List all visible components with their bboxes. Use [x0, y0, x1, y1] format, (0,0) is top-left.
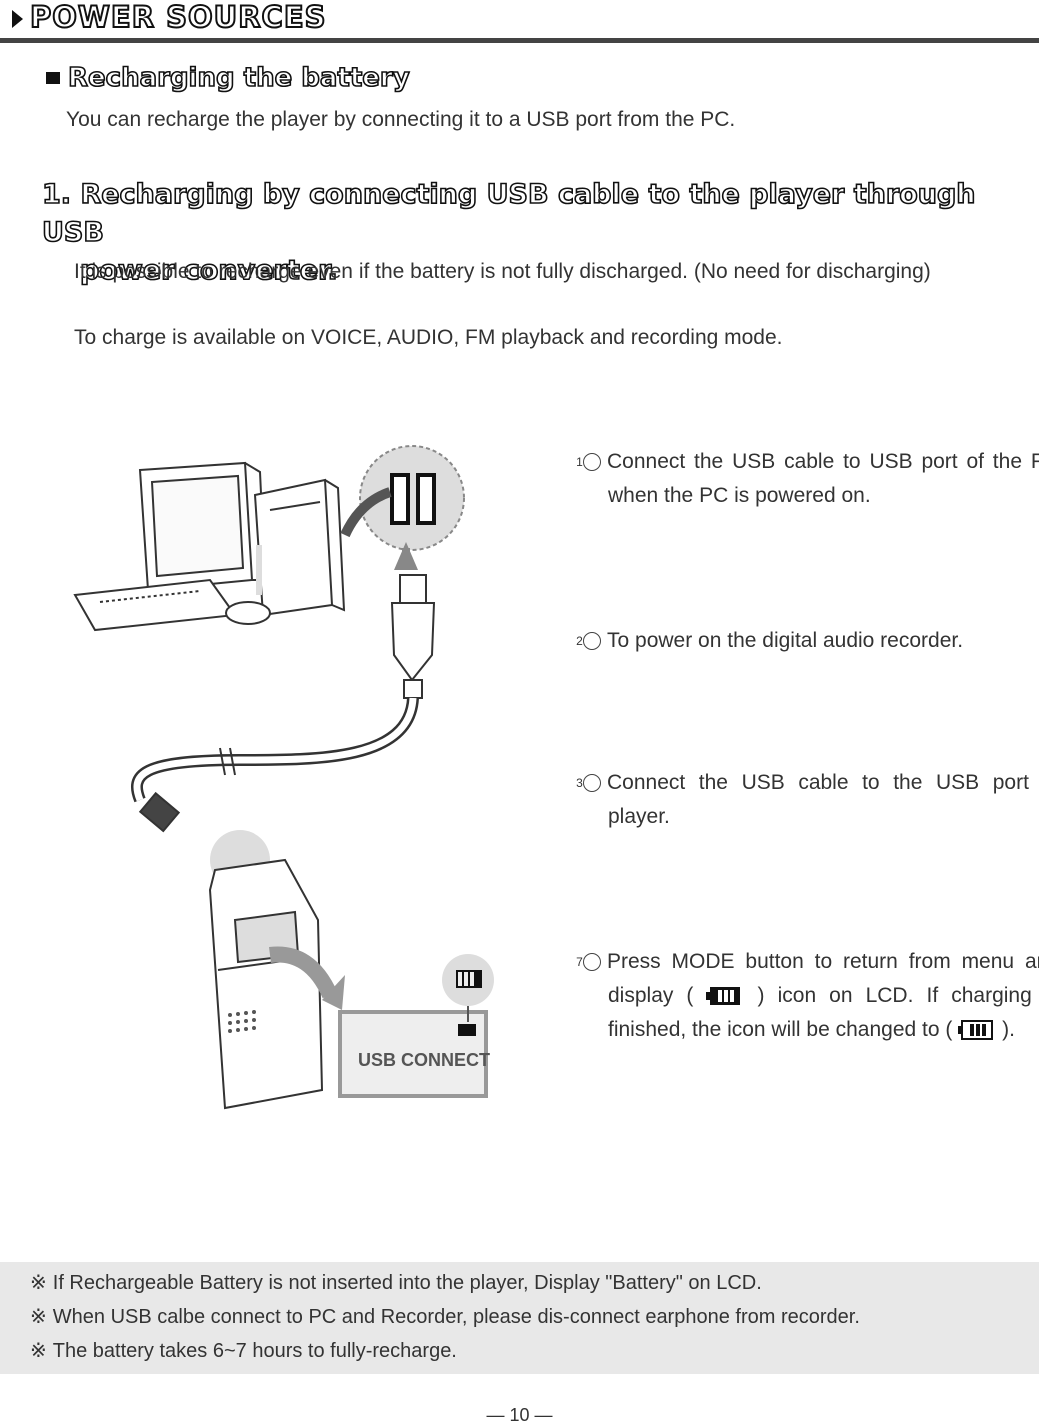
note-2: ※When USB calbe connect to PC and Record…	[30, 1304, 860, 1329]
step-7-text-c: If charging is finished, the icon will b…	[608, 984, 1039, 1041]
step-7-text-b: ) icon on LCD.	[757, 984, 914, 1007]
header-divider	[0, 38, 1039, 43]
note-1: ※If Rechargeable Battery is not inserted…	[30, 1270, 762, 1295]
note-text: If Rechargeable Battery is not inserted …	[52, 1272, 762, 1294]
note-mark: ※	[30, 1340, 47, 1362]
step-2: 2 To power on the digital audio recorder.	[576, 624, 1039, 658]
intro-text: You can recharge the player by connectin…	[66, 108, 736, 131]
step-7-text-a: Press MODE button to return from menu an…	[607, 950, 1039, 1007]
step-7-text-d: ).	[1002, 1018, 1015, 1041]
step-3: 3 Connect the USB cable to the USB port o…	[576, 766, 1039, 834]
usb-port-icon	[340, 445, 465, 570]
charging-illustration: USB CONNECT	[73, 445, 494, 1110]
step-number-2: 2	[576, 632, 601, 651]
note-text: When USB calbe connect to PC and Recorde…	[52, 1306, 860, 1328]
page-number: — 10 —	[486, 1405, 553, 1425]
note-3: ※The battery takes 6~7 hours to fully-re…	[30, 1338, 457, 1363]
recorder-icon	[208, 830, 345, 1110]
notes-box	[0, 1262, 1039, 1374]
lcd-panel: USB CONNECT	[338, 954, 494, 1098]
step-heading-line1: 1. Recharging by connecting USB cable to…	[41, 178, 976, 249]
step-1: 1 Connect the USB cable to USB port of th…	[576, 445, 1039, 513]
step-number-1: 1	[576, 453, 601, 472]
battery-full-icon	[958, 1020, 994, 1041]
step-heading: 1. Recharging by connecting USB cable to…	[41, 176, 1032, 290]
step-3-text: Connect the USB cable to the USB port of…	[607, 771, 1039, 828]
step-heading-line2: power converter.	[79, 254, 338, 287]
step-7: 7 Press MODE button to return from menu a…	[576, 945, 1039, 1047]
paragraph-modes: To charge is available on VOICE, AUDIO, …	[74, 326, 783, 349]
note-mark: ※	[30, 1272, 47, 1294]
paragraph-discharge: It is possible to recharge even if the b…	[74, 260, 931, 283]
section-title: Recharging the battery	[67, 62, 410, 94]
battery-charging-icon	[706, 987, 741, 1006]
note-mark: ※	[30, 1306, 47, 1328]
note-text: The battery takes 6~7 hours to fully-rec…	[52, 1340, 457, 1362]
lcd-text: USB CONNECT	[358, 1050, 490, 1070]
computer-icon	[73, 461, 346, 632]
step-number-7: 7	[576, 953, 601, 972]
step-1-text: Connect the USB cable to USB port of the…	[607, 450, 1039, 507]
step-number-3: 3	[576, 774, 601, 793]
page-title: POWER SOURCES	[29, 0, 327, 35]
step-2-text: To power on the digital audio recorder.	[607, 629, 964, 652]
bullet-square-icon	[46, 72, 60, 84]
usb-plug-icon	[131, 574, 436, 833]
header-arrow-icon	[12, 10, 23, 28]
